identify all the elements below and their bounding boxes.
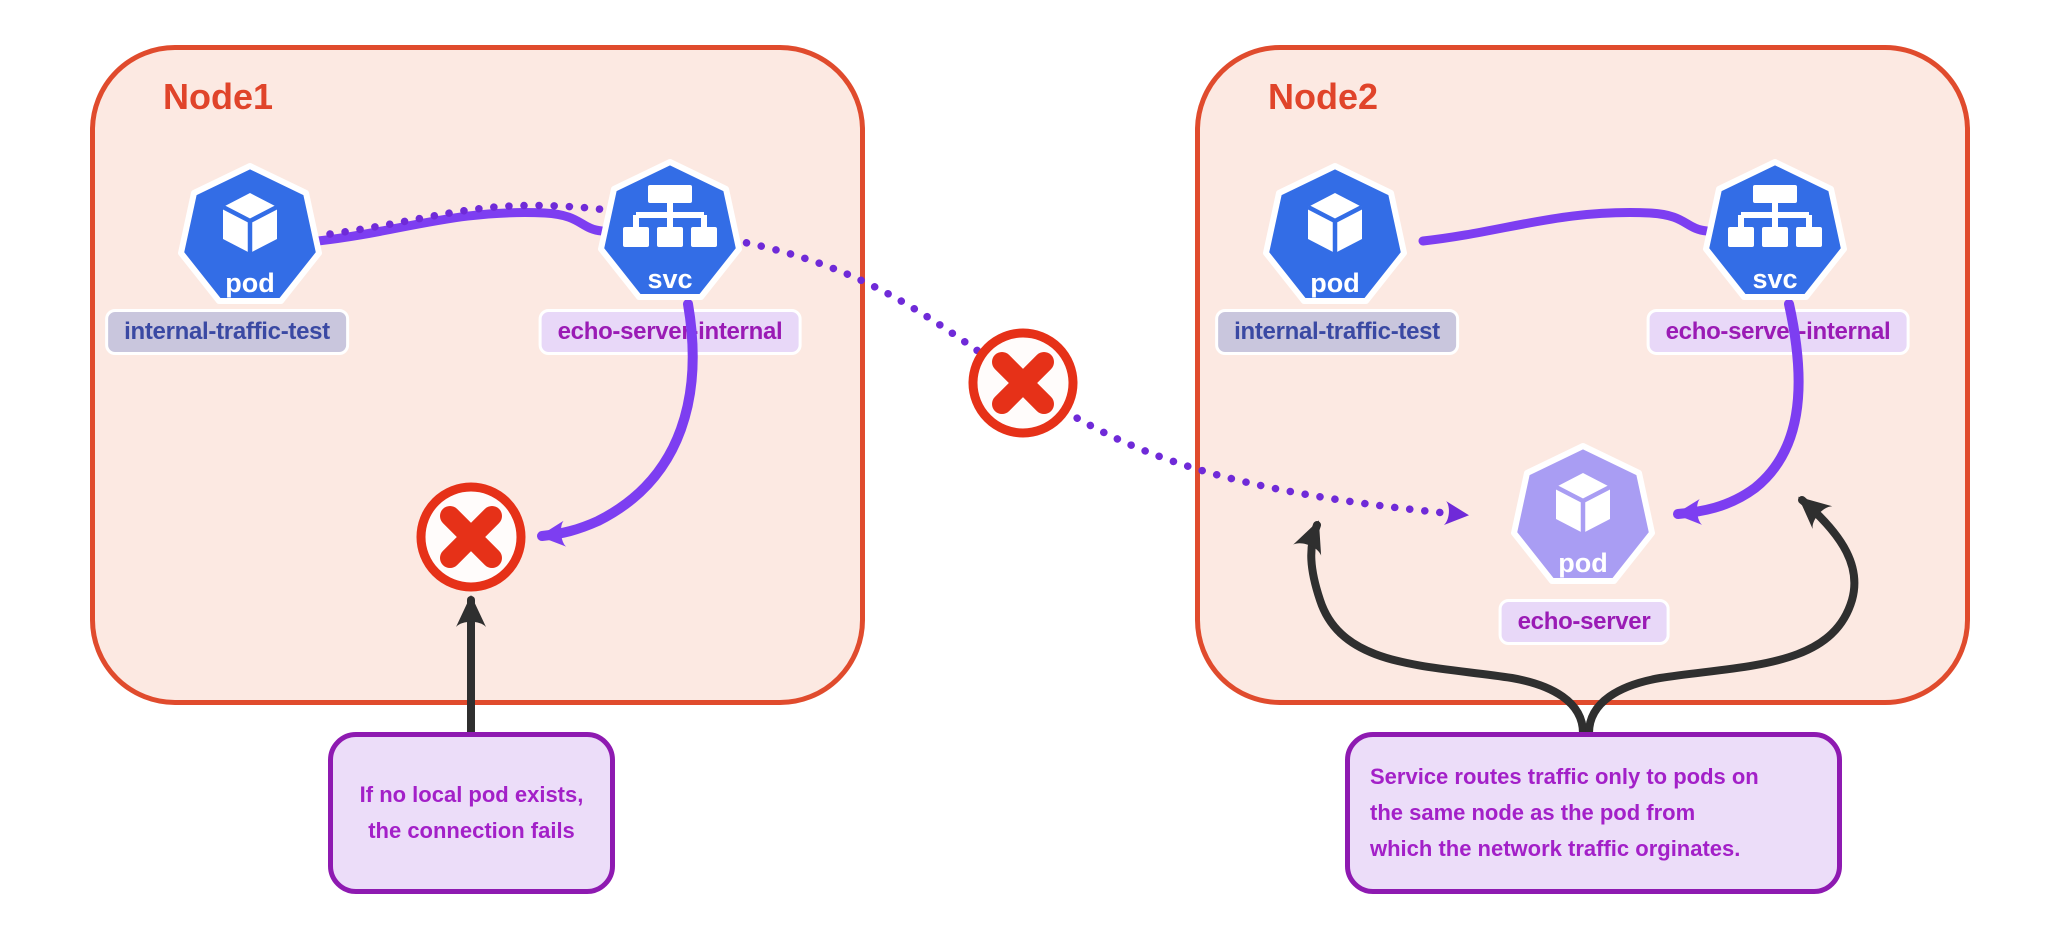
node2-svc-name-label: echo-server-internal bbox=[1646, 309, 1910, 355]
node2-annotation-box: Service routes traffic only to pods on t… bbox=[1345, 732, 1842, 894]
annotation-line: which the network traffic orginates. bbox=[1370, 836, 1741, 861]
node1-svc-name-label: echo-server-internal bbox=[538, 309, 802, 355]
svc-type-label: svc bbox=[647, 264, 692, 294]
svc-type-label: svc bbox=[1752, 264, 1797, 294]
node1-box: Node1 bbox=[90, 45, 865, 705]
node2-echo-pod-icon: pod bbox=[1508, 439, 1658, 597]
node2-svc-icon: svc bbox=[1700, 155, 1850, 313]
node1-annotation-box: If no local pod exists, the connection f… bbox=[328, 732, 615, 894]
node1-svc-icon: svc bbox=[595, 155, 745, 313]
annotation-line: Service routes traffic only to pods on bbox=[1370, 764, 1759, 789]
node1-pod-name-label: internal-traffic-test bbox=[105, 309, 349, 355]
node2-title: Node2 bbox=[1268, 76, 1379, 117]
cube-glyph bbox=[1306, 193, 1364, 253]
node1-pod-icon: pod bbox=[175, 159, 325, 317]
pod-type-label: pod bbox=[1558, 548, 1607, 578]
cube-glyph bbox=[1554, 473, 1612, 533]
node1-title: Node1 bbox=[163, 76, 274, 117]
annotation-line: the connection fails bbox=[368, 818, 575, 843]
annotation-line: the same node as the pod from bbox=[1370, 800, 1696, 825]
annotation-line: If no local pod exists, bbox=[359, 782, 584, 807]
cube-glyph bbox=[221, 193, 279, 253]
pod-type-label: pod bbox=[1310, 268, 1359, 298]
service-tree-glyph bbox=[1728, 185, 1822, 247]
blocked-cross-icon-midgap bbox=[968, 328, 1078, 438]
service-tree-glyph bbox=[623, 185, 717, 247]
pod-type-label: pod bbox=[225, 268, 274, 298]
node2-pod-icon: pod bbox=[1260, 159, 1410, 317]
node2-echo-pod-name-label: echo-server bbox=[1498, 599, 1670, 645]
